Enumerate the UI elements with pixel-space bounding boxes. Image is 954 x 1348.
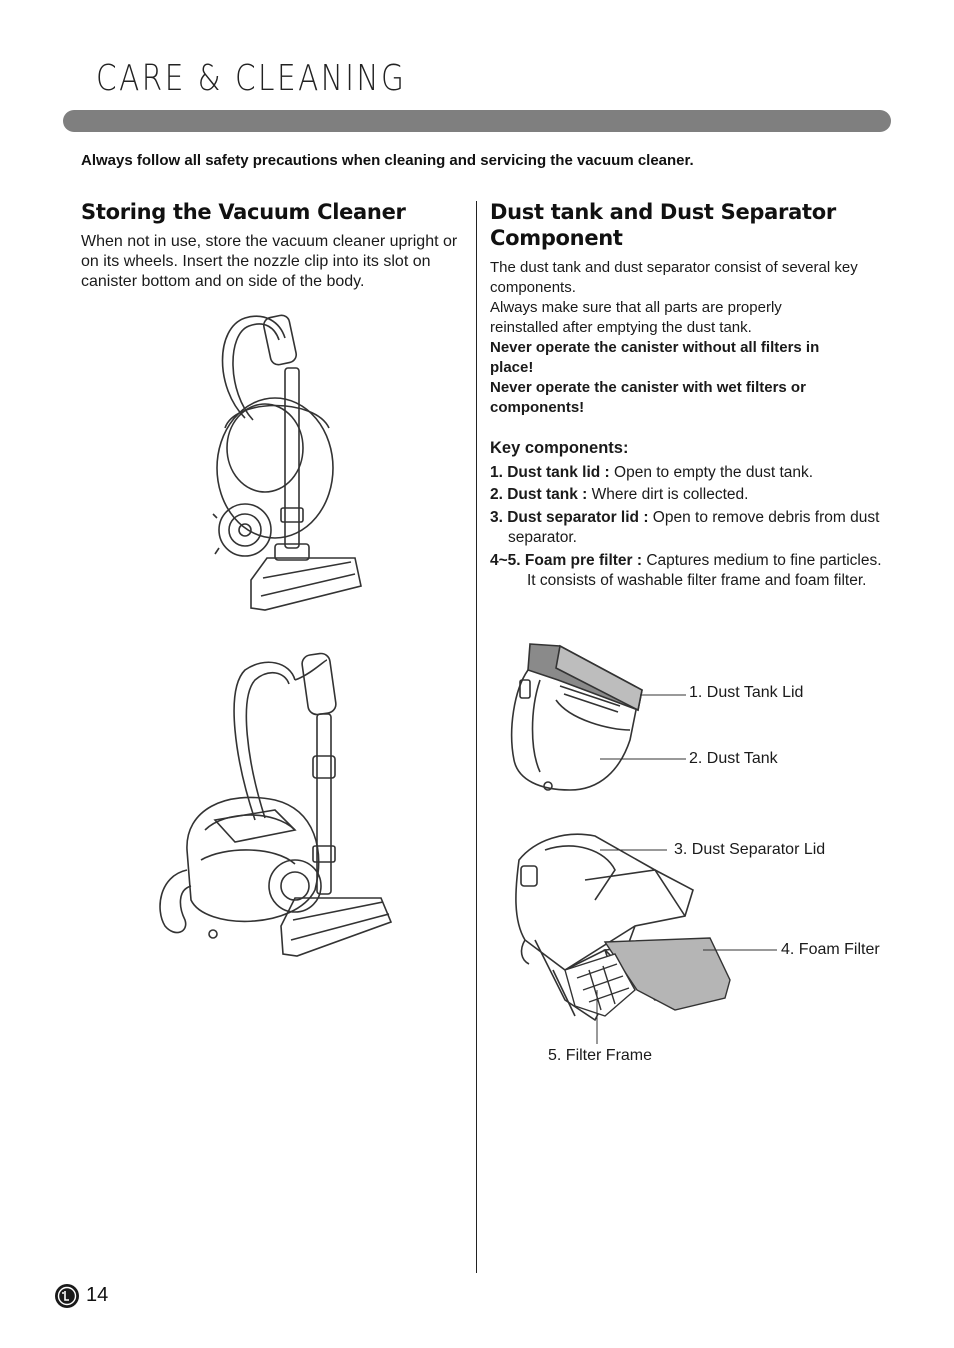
dust-tank-heading: Dust tank and Dust Separator Component (490, 200, 836, 250)
page-title: CARE & CLEANING (96, 58, 407, 99)
safety-note: Always follow all safety precautions whe… (81, 152, 694, 169)
dust-tank-intro-1: The dust tank and dust separator consist… (490, 259, 858, 296)
dust-tank-illustration (510, 643, 686, 791)
lg-logo (55, 1284, 79, 1308)
component-desc: Open to empty the dust tank. (614, 464, 814, 481)
callout-foam-filter: 4. Foam Filter (781, 941, 880, 958)
component-item: 4~5. Foam pre filter : Captures medium t… (490, 551, 887, 591)
component-label: 2. Dust tank : (490, 486, 588, 503)
storing-heading: Storing the Vacuum Cleaner (81, 200, 406, 224)
component-item: 3. Dust separator lid : Open to remove d… (490, 508, 898, 548)
component-label: 4~5. Foam pre filter : (490, 552, 643, 569)
component-label: 1. Dust tank lid : (490, 464, 610, 481)
component-label: 3. Dust separator lid : (490, 509, 649, 526)
component-item: 1. Dust tank lid : Open to empty the dus… (490, 463, 880, 483)
component-desc: Captures medium to fine particles. It co… (527, 552, 882, 589)
callout-dust-tank: 2. Dust Tank (689, 750, 778, 767)
page-number: 14 (86, 1284, 109, 1306)
component-desc: Open to remove debris from dust separato… (508, 509, 880, 546)
upright-vacuum-illustration (212, 314, 362, 611)
component-item: 2. Dust tank : Where dirt is collected. (490, 485, 880, 505)
dust-tank-intro-2: Always make sure that all parts are prop… (490, 299, 782, 336)
dust-separator-illustration (515, 833, 777, 1044)
callout-dust-separator-lid: 3. Dust Separator Lid (674, 841, 826, 858)
callout-filter-frame: 5. Filter Frame (548, 1047, 653, 1064)
column-divider (476, 201, 477, 1273)
warning-wet: Never operate the canister with wet filt… (490, 379, 806, 416)
callout-dust-tank-lid: 1. Dust Tank Lid (689, 684, 804, 701)
warning-filters: Never operate the canister without all f… (490, 339, 820, 376)
title-bar (63, 110, 891, 132)
component-desc: Where dirt is collected. (591, 486, 749, 503)
storing-text: When not in use, store the vacuum cleane… (81, 233, 458, 290)
canister-vacuum-illustration (159, 652, 393, 957)
key-components-heading: Key components: (490, 439, 629, 457)
